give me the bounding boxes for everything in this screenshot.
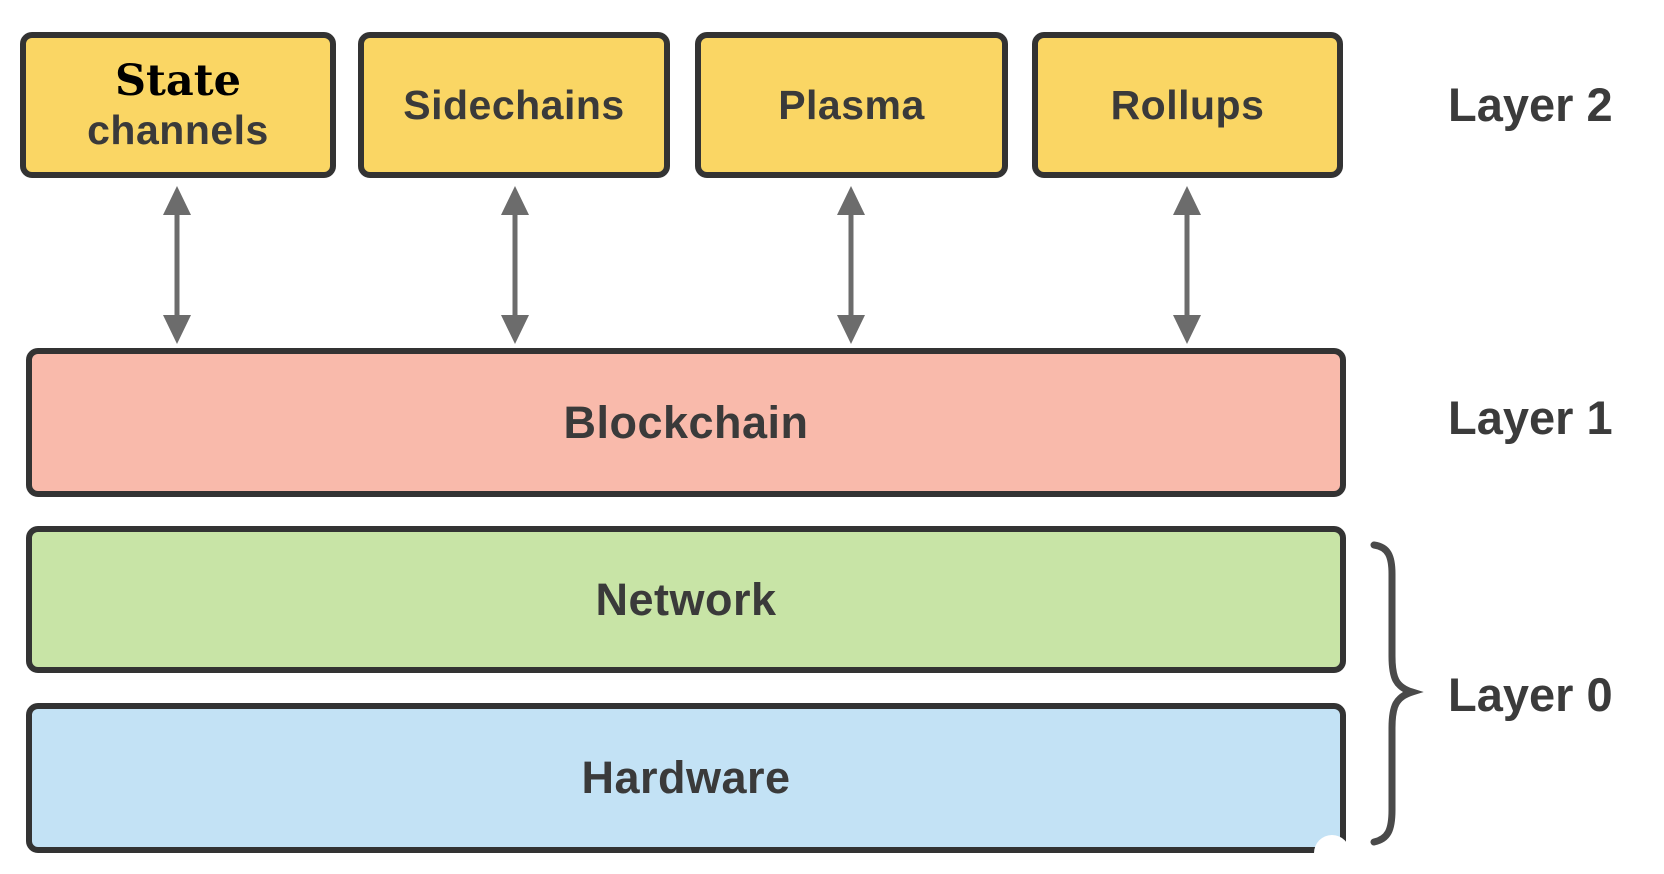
state-channels-label-line1: State [115,56,241,106]
bidirectional-arrow-sidechains [501,186,529,344]
hardware-box: Hardware [26,703,1346,853]
plasma-box: Plasma [695,32,1008,178]
bidirectional-arrow-plasma [837,186,865,344]
state-channels-box: State channels [20,32,336,178]
layer-1-label: Layer 1 [1448,391,1613,444]
layer-0-label: Layer 0 [1448,668,1613,721]
rollups-box: Rollups [1032,32,1343,178]
hardware-label: Hardware [581,752,791,803]
state-channels-label-line2: channels [87,107,269,153]
layer-2-label: Layer 2 [1448,78,1613,131]
bidirectional-arrow-state-channels [163,186,191,344]
rollups-label: Rollups [1110,82,1265,128]
sidechains-label: Sidechains [403,82,625,128]
blockchain-box: Blockchain [26,348,1346,497]
white-notch-artifact [1314,835,1350,871]
network-box: Network [26,526,1346,673]
network-label: Network [595,573,777,625]
layer-0-curly-brace [1370,541,1424,846]
plasma-label: Plasma [778,82,925,128]
bidirectional-arrow-rollups [1173,186,1201,344]
sidechains-box: Sidechains [358,32,670,178]
blockchain-label: Blockchain [563,396,809,448]
